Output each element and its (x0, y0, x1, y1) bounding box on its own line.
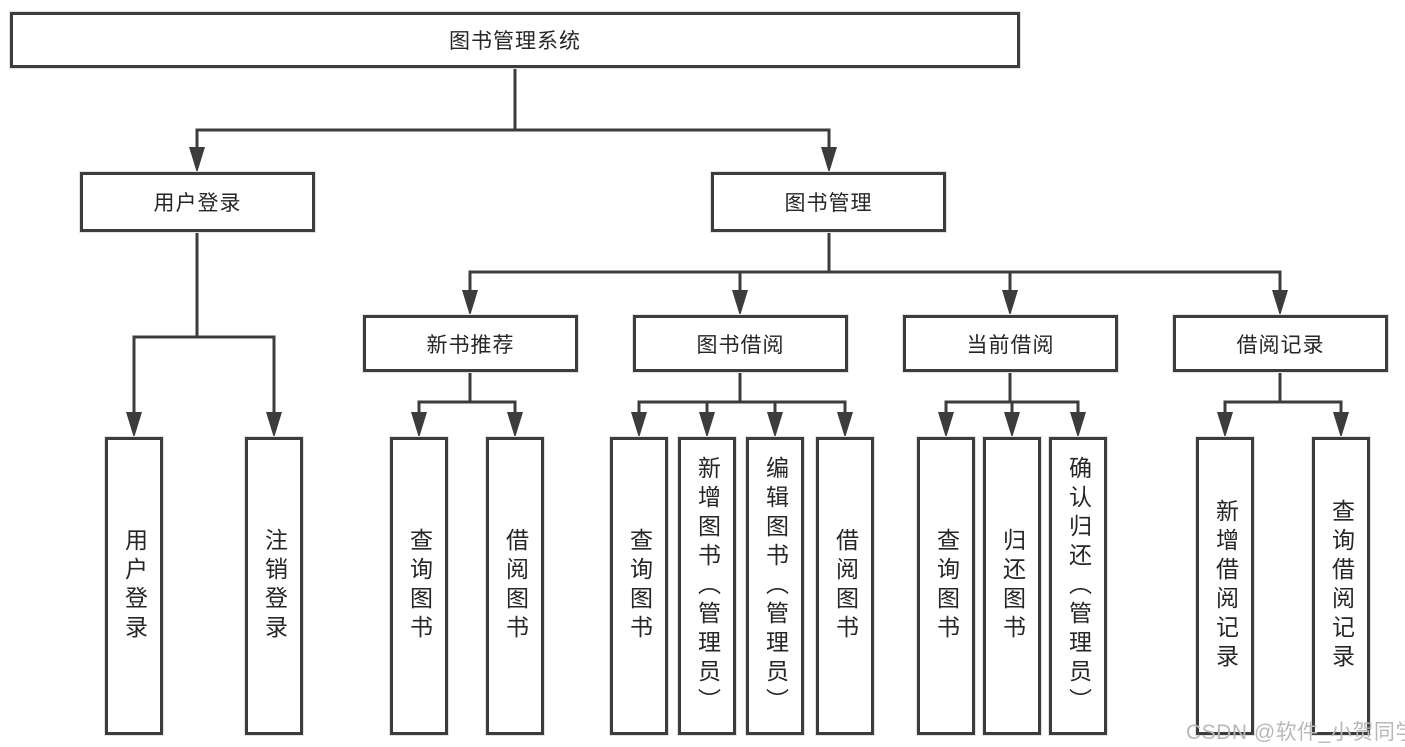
leaf-logout: 注销登录 (245, 437, 303, 735)
leaf-borrow-books: 借阅图书 (816, 437, 874, 735)
node-current-borrowing: 当前借阅 (903, 315, 1118, 372)
leaf-user-login: 用户登录 (105, 437, 163, 735)
node-label: 图书管理系统 (449, 30, 581, 53)
leaf-query-borrow-record: 查询借阅记录 (1312, 437, 1370, 735)
leaf-label: 注销登录 (261, 528, 288, 644)
leaf-add-books-admin: 新增图书（管理员） (678, 437, 736, 735)
node-label: 当前借阅 (966, 333, 1055, 357)
node-new-book-recommendation: 新书推荐 (363, 315, 578, 372)
node-book-management: 图书管理 (711, 172, 946, 232)
leaf-confirm-return-admin: 确认归还（管理员） (1049, 437, 1107, 735)
node-label: 图书管理 (784, 192, 873, 215)
leaf-return-books: 归还图书 (983, 437, 1041, 735)
node-user-login: 用户登录 (80, 172, 315, 232)
leaf-query-books-recommend: 查询图书 (390, 437, 448, 735)
leaf-label: 查询图书 (626, 528, 653, 644)
leaf-label: 借阅图书 (502, 528, 529, 644)
csdn-watermark: CSDN @软件_小贺同学 (1186, 721, 1405, 744)
leaf-query-books-current: 查询图书 (917, 437, 975, 735)
leaf-label: 新增图书（管理员） (694, 455, 721, 717)
leaf-label: 查询图书 (406, 528, 433, 644)
node-label: 用户登录 (153, 192, 242, 215)
node-label: 新书推荐 (426, 333, 515, 357)
node-label: 图书借阅 (696, 333, 785, 357)
leaf-label: 编辑图书（管理员） (762, 455, 789, 717)
leaf-add-borrow-record: 新增借阅记录 (1196, 437, 1254, 735)
leaf-label: 归还图书 (999, 528, 1026, 644)
leaf-label: 新增借阅记录 (1212, 499, 1239, 673)
leaf-label: 查询借阅记录 (1328, 499, 1355, 673)
leaf-borrow-books-recommend: 借阅图书 (486, 437, 544, 735)
leaf-edit-books-admin: 编辑图书（管理员） (746, 437, 804, 735)
leaf-label: 确认归还（管理员） (1065, 455, 1092, 717)
node-label: 借阅记录 (1236, 333, 1325, 357)
leaf-label: 查询图书 (933, 528, 960, 644)
node-borrowing-records: 借阅记录 (1173, 315, 1388, 372)
node-library-management-system: 图书管理系统 (10, 12, 1020, 68)
node-book-borrowing: 图书借阅 (633, 315, 848, 372)
leaf-query-books-borrow: 查询图书 (610, 437, 668, 735)
leaf-label: 用户登录 (121, 528, 148, 644)
leaf-label: 借阅图书 (832, 528, 859, 644)
